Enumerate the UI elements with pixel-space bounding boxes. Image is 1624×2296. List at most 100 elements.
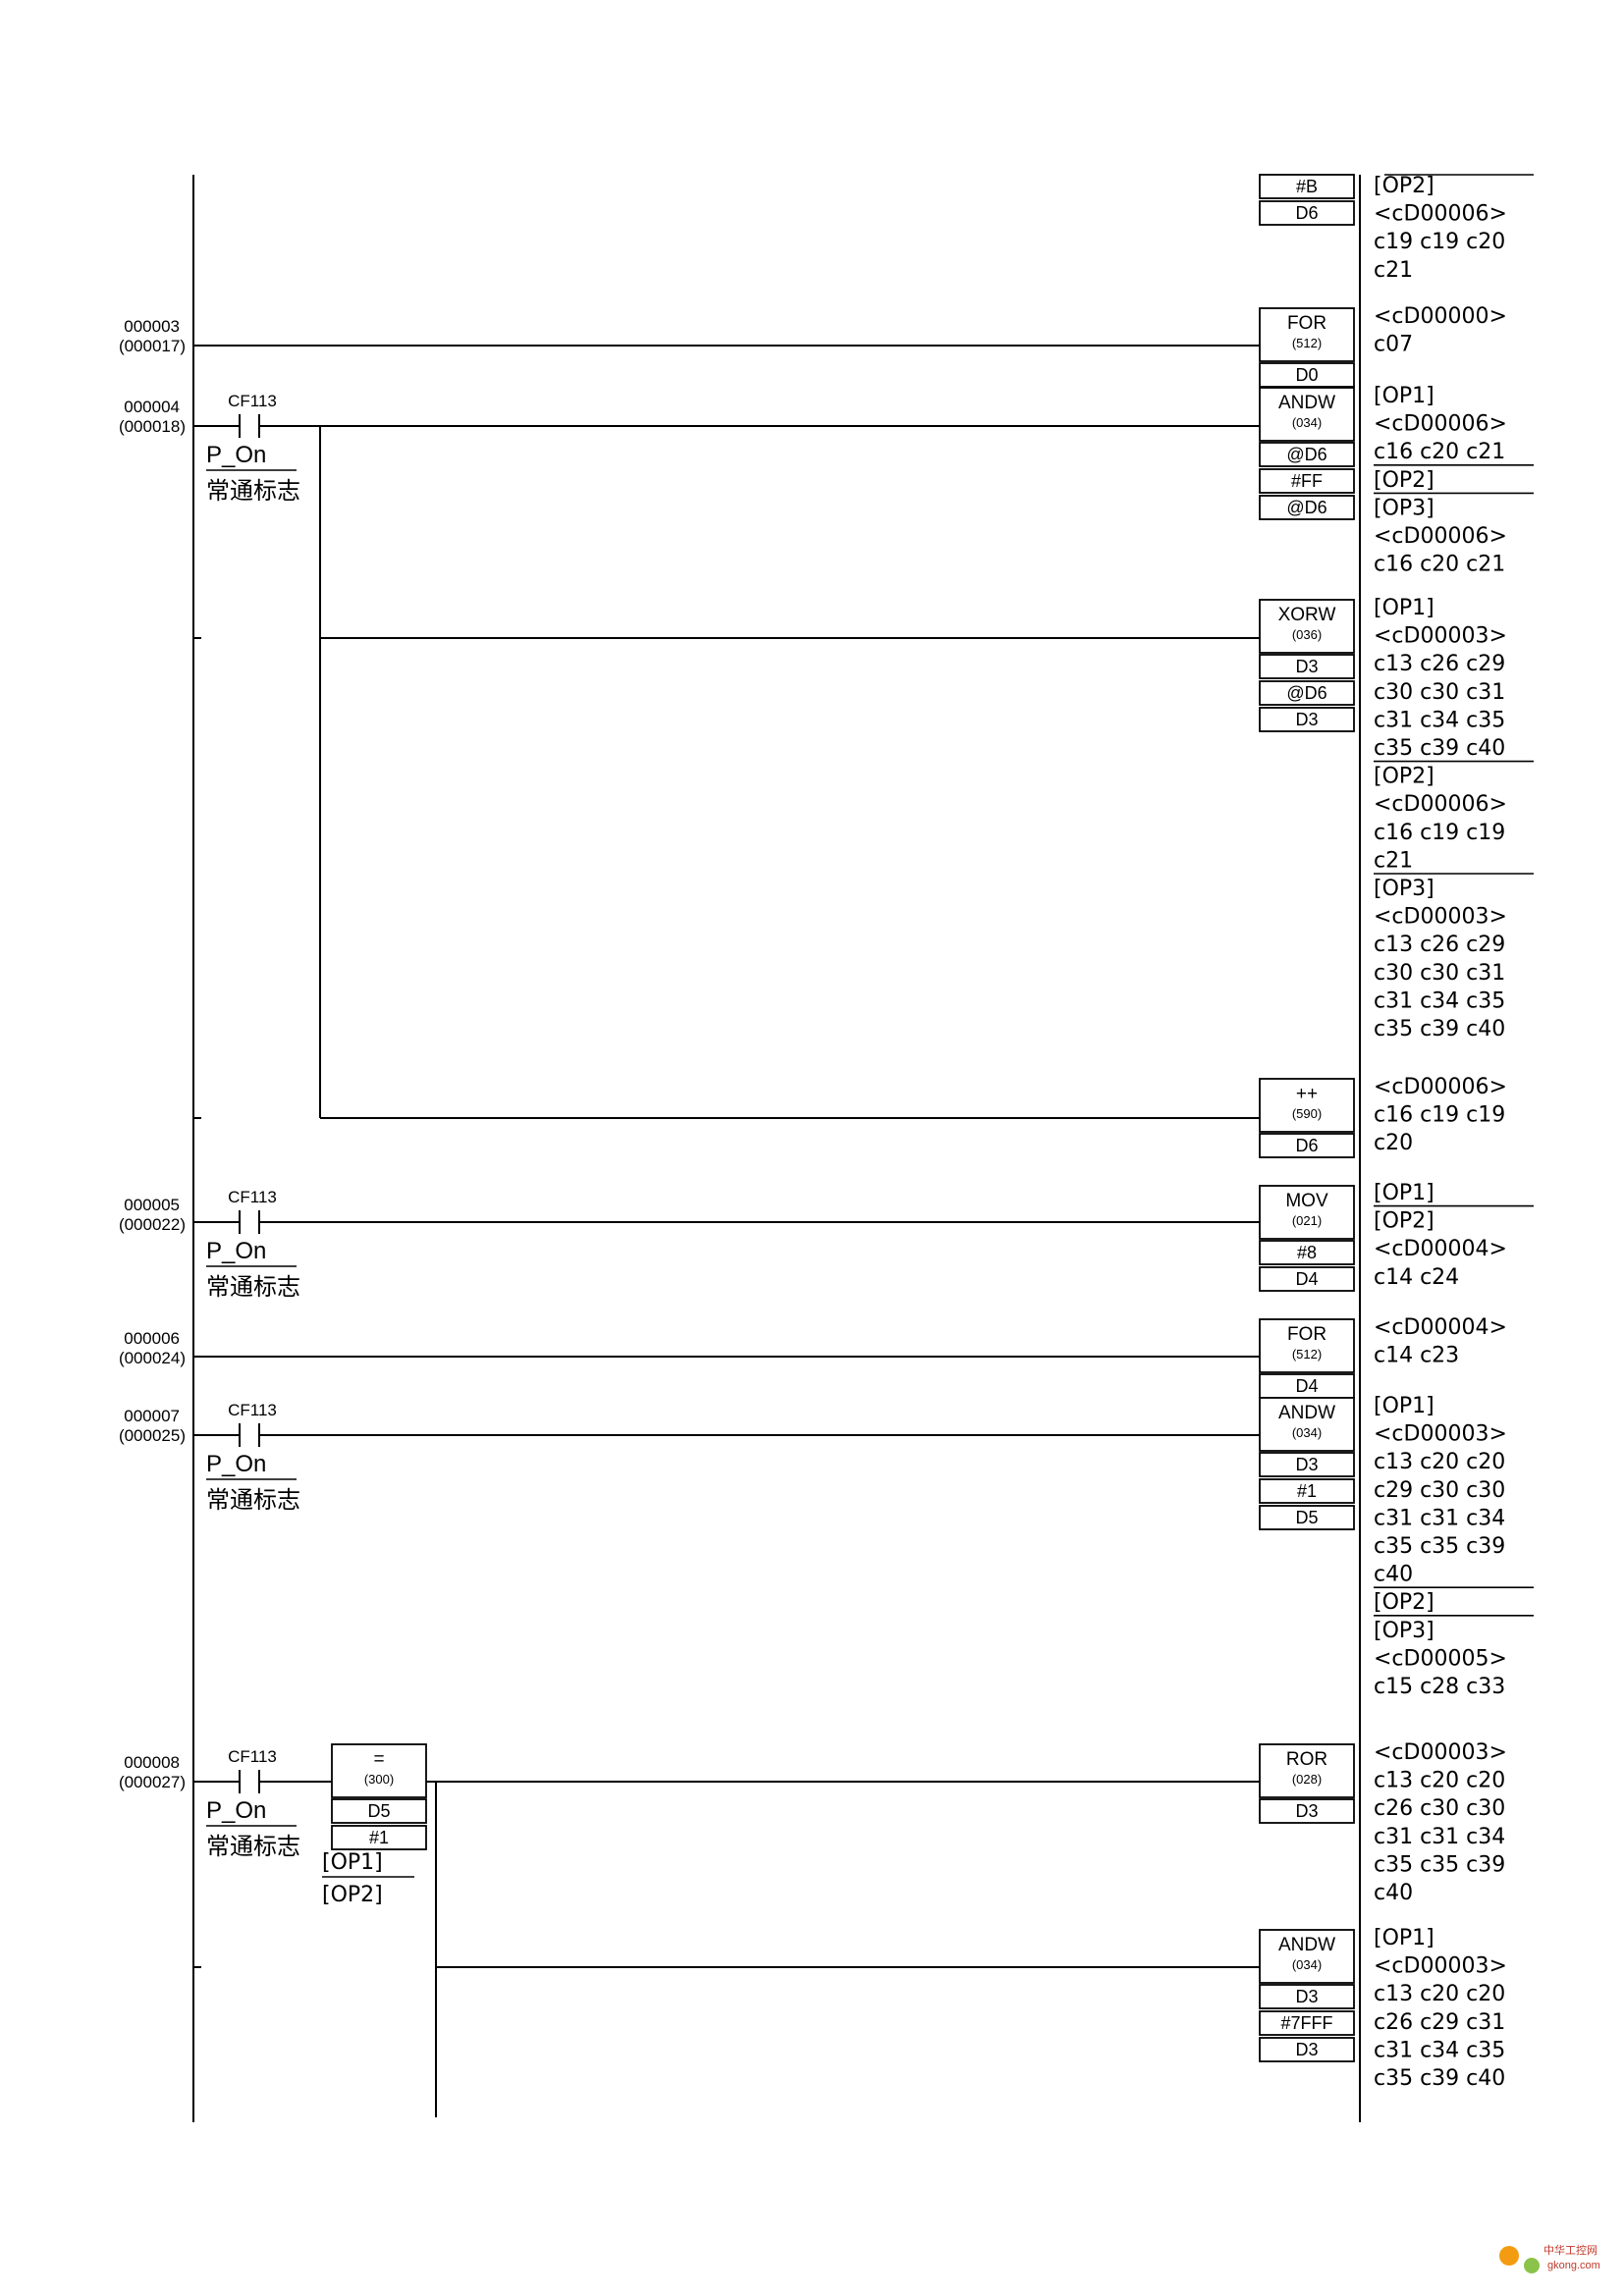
operand: D4 xyxy=(1295,1376,1318,1396)
operand: D6 xyxy=(1295,203,1318,223)
operand: D3 xyxy=(1295,1987,1318,2006)
contact-symbol: P_On xyxy=(206,1238,266,1264)
operand: D0 xyxy=(1295,365,1318,385)
function-code: (590) xyxy=(1292,1106,1322,1121)
contact-name: CF113 xyxy=(228,1747,277,1766)
operand-note: c14 c23 xyxy=(1374,1344,1459,1368)
operand: #7FFF xyxy=(1280,2013,1332,2033)
operand: #1 xyxy=(369,1828,389,1847)
instruction-block[interactable]: #B D6 xyxy=(1259,174,1355,226)
watermark-gear-small-icon xyxy=(1524,2258,1540,2273)
operand: D6 xyxy=(1295,1136,1318,1155)
operand-note: c31 c34 c35 xyxy=(1374,2038,1505,2062)
operand-note: [OP2] xyxy=(1374,174,1435,198)
operand-note: c26 c30 c30 xyxy=(1374,1796,1505,1821)
watermark-gear-icon xyxy=(1499,2246,1519,2266)
operand-note: <cD00003> xyxy=(1374,1954,1507,1979)
instruction-block[interactable]: MOV(021)#8D4 xyxy=(1259,1185,1355,1292)
operand-note: c07 xyxy=(1374,333,1413,357)
operand: @D6 xyxy=(1286,683,1326,703)
operand-note: c16 c19 c19 xyxy=(1374,1103,1505,1128)
operand-note: c13 c20 c20 xyxy=(1374,1982,1505,2006)
operand-note-group: [OP1][OP2]<cD00004>c14 c24 xyxy=(1374,1181,1534,1290)
operand-note: c20 xyxy=(1374,1131,1413,1155)
operand: #8 xyxy=(1297,1243,1317,1262)
operand: D3 xyxy=(1295,2040,1318,2059)
operand-note: c19 c19 c20 xyxy=(1374,230,1505,254)
operand-note: <cD00006> xyxy=(1374,792,1507,817)
operand-note: c35 c35 c39 xyxy=(1374,1534,1505,1559)
contact-name: CF113 xyxy=(228,1401,277,1419)
instruction-block[interactable]: ROR(028)D3 xyxy=(1259,1743,1355,1824)
function-code: (034) xyxy=(1292,1425,1322,1440)
instruction-mnemonic: ANDW xyxy=(1278,393,1335,413)
operand-note: [OP1] xyxy=(1374,384,1435,408)
rung-step-number: (000027) xyxy=(119,1773,186,1791)
operand-note: <cD00005> xyxy=(1374,1646,1507,1671)
rung-numbers: 000003(000017)000004(000018)000005(00002… xyxy=(119,317,186,1791)
watermark-name: 中华工控网 xyxy=(1543,2243,1597,2257)
contact-symbol: P_On xyxy=(206,442,266,468)
contact-comment: 常通标志 xyxy=(206,1833,300,1860)
rung-step-number: (000017) xyxy=(119,337,186,355)
compare-note-op2: [OP2] xyxy=(322,1883,383,1907)
operand-note-group: <cD00000> c07 xyxy=(1374,304,1507,357)
instruction-block[interactable]: FOR(512)D0 xyxy=(1259,307,1355,388)
operand-note: c15 c28 c33 xyxy=(1374,1675,1505,1699)
rung-wires xyxy=(193,345,1260,2117)
operand-note: <cD00004> xyxy=(1374,1315,1507,1340)
operand-note: [OP3] xyxy=(1374,877,1435,901)
instruction-block[interactable]: ANDW(034)@D6#FF@D6 xyxy=(1259,387,1355,520)
instruction-mnemonic: ANDW xyxy=(1278,1935,1335,1955)
contacts: CF113P_On常通标志CF113P_On常通标志CF113P_On常通标志C… xyxy=(206,392,300,1860)
operand: D3 xyxy=(1295,710,1318,729)
operand-note: c35 c35 c39 xyxy=(1374,1852,1505,1877)
operand-note: c29 c30 c30 xyxy=(1374,1478,1505,1503)
contact-symbol: P_On xyxy=(206,1797,266,1824)
operand: D5 xyxy=(367,1801,390,1821)
instruction-mnemonic: ++ xyxy=(1296,1084,1318,1104)
instruction-block[interactable]: FOR(512)D4 xyxy=(1259,1318,1355,1399)
instruction-mnemonic: XORW xyxy=(1278,605,1336,625)
instruction-blocks: #BD6FOR(512)D0ANDW(034)@D6#FF@D6XORW(036… xyxy=(322,174,1355,2062)
operand-note: c31 c34 c35 xyxy=(1374,988,1505,1013)
instruction-mnemonic: ANDW xyxy=(1278,1403,1335,1423)
operand-note: c35 c39 c40 xyxy=(1374,736,1505,761)
operand: #B xyxy=(1296,177,1318,196)
instruction-block[interactable]: =(300)D5#1 xyxy=(331,1743,427,1850)
contact-comment: 常通标志 xyxy=(206,1486,300,1514)
operand-note: c31 c34 c35 xyxy=(1374,708,1505,732)
instruction-block[interactable]: ANDW(034)D3#1D5 xyxy=(1259,1397,1355,1530)
instruction-block[interactable]: ++ (590) D6 xyxy=(1259,1078,1355,1158)
rung-step-number: (000022) xyxy=(119,1215,186,1234)
operand-note: c16 c20 c21 xyxy=(1374,553,1505,577)
operand-note: [OP1] xyxy=(1374,1926,1435,1950)
operand-note: [OP1] xyxy=(1374,596,1435,620)
function-code: (028) xyxy=(1292,1772,1322,1787)
operand-note: <cD00003> xyxy=(1374,1422,1507,1447)
operand: D3 xyxy=(1295,657,1318,676)
operand-note: <cD00000> xyxy=(1374,304,1507,329)
operand: @D6 xyxy=(1286,445,1326,464)
operand-note: [OP3] xyxy=(1374,1619,1435,1643)
instruction-mnemonic: FOR xyxy=(1287,313,1326,334)
operand-note: [OP2] xyxy=(1374,765,1435,789)
operand-note: c35 c39 c40 xyxy=(1374,1017,1505,1041)
operand-note: <cD00004> xyxy=(1374,1237,1507,1261)
operand-note: <cD00003> xyxy=(1374,1740,1507,1765)
contact-name: CF113 xyxy=(228,392,277,410)
operand: @D6 xyxy=(1286,498,1326,517)
instruction-mnemonic: = xyxy=(373,1749,384,1770)
compare-note-op1: [OP1] xyxy=(322,1850,383,1875)
